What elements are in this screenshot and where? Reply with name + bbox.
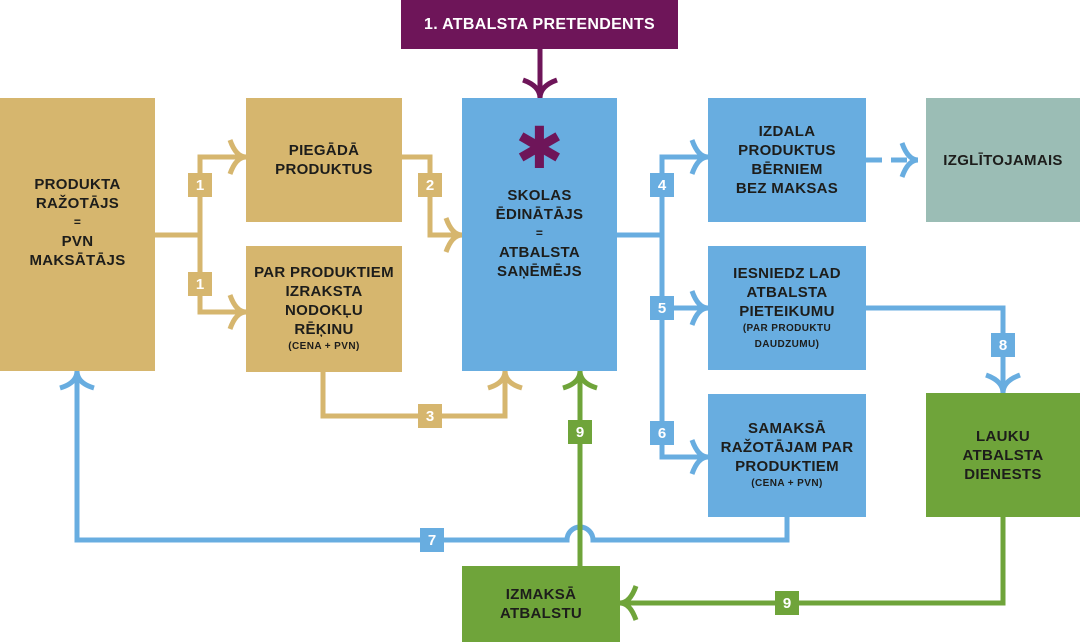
edinatajs-line-5: SAŅĒMĒJS — [497, 263, 582, 280]
arrowhead-7 — [59, 370, 95, 391]
samaksa-line-2: RAŽOTĀJAM PAR — [720, 439, 854, 456]
iesniedz-note-2: DAUDZUMU) — [754, 338, 820, 350]
iesniedz-line-3: PIETEIKUMU — [739, 302, 835, 320]
step-badge-9-izmaksa: 9 — [775, 591, 799, 615]
izmaksa-line-2: ATBALSTU — [499, 605, 583, 622]
iesniedz-line-1: IESNIEDZ LAD — [733, 264, 841, 282]
step-badge-6: 6 — [650, 421, 674, 445]
izdala-line-2: PRODUKTUS — [738, 142, 836, 159]
edinatajs-line-3: = — [535, 226, 544, 240]
rekins-line-2: IZRAKSTA — [285, 283, 363, 300]
piegada-line-2: PRODUKTUS — [275, 161, 373, 178]
step-badge-1-supply: 1 — [188, 173, 212, 197]
step-badge-7: 7 — [420, 528, 444, 552]
rekins-line-3: NODOKĻU — [285, 302, 363, 319]
izdala-line-1: IZDALA — [758, 123, 816, 140]
izmaksa-line-1: IZMAKSĀ — [505, 586, 577, 603]
asterisk-icon: ✱ — [515, 116, 564, 181]
pretendent-label: 1. ATBALSTA PRETENDENTS — [424, 16, 655, 33]
piegada-line-1: PIEGĀDĀ — [288, 142, 360, 159]
connector-3 — [320, 371, 508, 419]
razotajs-line-2: RAŽOTĀJS — [35, 195, 120, 212]
pretendent-header: 1. ATBALSTA PRETENDENTS — [401, 0, 678, 49]
edinatajs-line-4: ATBALSTA — [499, 244, 580, 261]
izdala-line-3: BĒRNIEM — [751, 161, 823, 178]
arrowhead-izglitojamais — [899, 142, 919, 178]
samaksa-line-3: PRODUKTIEM — [735, 458, 839, 475]
step-badge-1-invoice: 1 — [188, 272, 212, 296]
izdala-box: IZDALA PRODUKTUS BĒRNIEM BEZ MAKSAS — [708, 98, 866, 222]
lad-line-2: ATBALSTA — [962, 446, 1044, 464]
edinatajs-line-1: SKOLAS — [507, 187, 572, 204]
rekins-line-4: RĒĶINU — [294, 321, 354, 338]
razotajs-line-5: MAKSĀTĀJS — [29, 252, 126, 269]
razotajs-line-3: = — [73, 215, 82, 229]
razotajs-box: PRODUKTA RAŽOTĀJS = PVN MAKSĀTĀJS — [0, 98, 155, 371]
connector-1-invoice — [197, 235, 246, 315]
rekins-line-1: PAR PRODUKTIEM — [254, 264, 394, 281]
iesniedz-box: IESNIEDZ LAD ATBALSTA PIETEIKUMU (PAR PR… — [708, 246, 866, 370]
arrowhead-9 — [562, 370, 598, 391]
arrowhead-3 — [487, 370, 523, 391]
piegada-box: PIEGĀDĀ PRODUKTUS — [246, 98, 402, 222]
iesniedz-note-1: (PAR PRODUKTU — [742, 322, 832, 334]
izglitojamais-box: IZGLĪTOJAMAIS — [926, 98, 1080, 222]
razotajs-line-4: PVN — [61, 233, 94, 250]
samaksa-line-1: SAMAKSĀ — [748, 420, 826, 437]
rekins-price-note: (CENA + PVN) — [288, 341, 360, 352]
izglitojamais-label: IZGLĪTOJAMAIS — [943, 151, 1063, 169]
izmaksa-box: IZMAKSĀ ATBALSTU — [462, 566, 620, 642]
lad-line-1: LAUKU — [976, 427, 1030, 445]
arrowhead-izmaksa — [619, 585, 639, 621]
step-badge-4: 4 — [650, 173, 674, 197]
step-badge-2: 2 — [418, 173, 442, 197]
step-badge-5: 5 — [650, 296, 674, 320]
step-badge-9-edinatajs: 9 — [568, 420, 592, 444]
izdala-line-4: BEZ MAKSAS — [735, 180, 839, 197]
razotajs-line-1: PRODUKTA — [34, 176, 121, 193]
lad-line-3: DIENESTS — [964, 465, 1042, 483]
iesniedz-line-2: ATBALSTA — [746, 283, 828, 301]
step-badge-3: 3 — [418, 404, 442, 428]
connector-4 — [659, 154, 708, 235]
lad-box: LAUKU ATBALSTA DIENESTS — [926, 393, 1080, 517]
edinatajs-line-2: ĒDINĀTĀJS — [495, 206, 584, 223]
connector-9-lad — [620, 517, 1006, 606]
samaksa-box: SAMAKSĀ RAŽOTĀJAM PAR PRODUKTIEM (CENA +… — [708, 394, 866, 517]
samaksa-price-note: (CENA + PVN) — [751, 478, 823, 489]
rekins-box: PAR PRODUKTIEM IZRAKSTA NODOKĻU RĒĶINU (… — [246, 246, 402, 372]
edinatajs-box: ✱ SKOLAS ĒDINĀTĀJS = ATBALSTA SAŅĒMĒJS — [462, 98, 617, 371]
step-badge-8: 8 — [991, 333, 1015, 357]
connector-8 — [866, 305, 1006, 393]
